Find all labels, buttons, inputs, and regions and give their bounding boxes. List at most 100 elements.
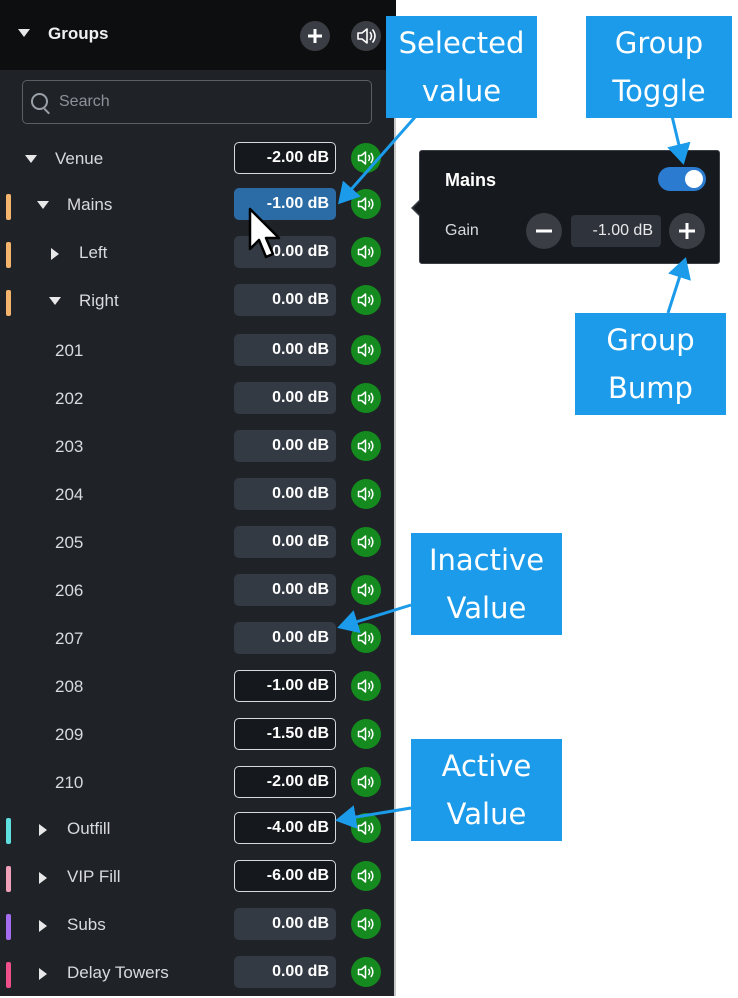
gain-value-field[interactable]: 0.00 dB xyxy=(234,284,336,316)
gain-decrease-button[interactable] xyxy=(526,213,562,249)
mute-toggle-button[interactable] xyxy=(351,527,381,557)
mute-toggle-button[interactable] xyxy=(351,957,381,987)
gain-value-field[interactable]: 0.00 dB xyxy=(234,574,336,606)
mute-toggle-button[interactable] xyxy=(351,813,381,843)
speaker-icon xyxy=(357,245,374,259)
mute-toggle-button[interactable] xyxy=(351,861,381,891)
gain-value-field[interactable]: 0.00 dB xyxy=(234,956,336,988)
group-toggle[interactable] xyxy=(658,167,706,191)
mute-toggle-button[interactable] xyxy=(351,909,381,939)
mute-toggle-button[interactable] xyxy=(351,431,381,461)
group-label: Delay Towers xyxy=(67,963,169,982)
mute-toggle-button[interactable] xyxy=(351,671,381,701)
callout-group-bump: Group Bump xyxy=(575,313,726,415)
mute-toggle-button[interactable] xyxy=(351,383,381,413)
group-row[interactable]: Right 0.00 dB xyxy=(0,278,396,326)
group-popup: Mains Gain -1.00 dB xyxy=(411,150,720,264)
group-label: Mains xyxy=(67,195,113,214)
mute-toggle-button[interactable] xyxy=(351,719,381,749)
group-row[interactable]: Delay Towers 0.00 dB xyxy=(0,950,396,998)
callout-text: Group Toggle xyxy=(612,26,706,108)
gain-value-field[interactable]: 0.00 dB xyxy=(234,478,336,510)
group-label: VIP Fill xyxy=(67,867,121,886)
add-group-button[interactable] xyxy=(300,21,330,51)
gain-value-field[interactable]: -2.00 dB xyxy=(234,766,336,798)
mute-toggle-button[interactable] xyxy=(351,189,381,219)
gain-value-field[interactable]: 0.00 dB xyxy=(234,622,336,654)
group-row[interactable]: VIP Fill -6.00 dB xyxy=(0,854,396,902)
gain-value-field[interactable]: 0.00 dB xyxy=(234,908,336,940)
mute-toggle-button[interactable] xyxy=(351,767,381,797)
collapsed-caret-icon[interactable] xyxy=(51,248,59,260)
group-color-bar xyxy=(6,866,11,892)
expanded-caret-icon[interactable] xyxy=(49,297,61,305)
group-label: Venue xyxy=(55,149,104,168)
speaker-icon xyxy=(357,293,374,307)
gain-value-field[interactable]: -1.00 dB xyxy=(571,215,661,247)
search-icon xyxy=(31,93,48,110)
search-input[interactable]: Search xyxy=(22,80,372,124)
gain-value-field[interactable]: -4.00 dB xyxy=(234,812,336,844)
gain-value-field[interactable]: 0.00 dB xyxy=(234,430,336,462)
gain-value-field[interactable]: 0.00 dB xyxy=(234,526,336,558)
group-row[interactable]: 209-1.50 dB xyxy=(0,712,396,760)
mute-toggle-button[interactable] xyxy=(351,479,381,509)
gain-value-field[interactable]: -1.50 dB xyxy=(234,718,336,750)
mute-toggle-button[interactable] xyxy=(351,335,381,365)
gain-value-field[interactable]: -1.00 dB xyxy=(234,670,336,702)
group-row[interactable]: 210-2.00 dB xyxy=(0,760,396,808)
group-color-bar xyxy=(6,818,11,844)
speaker-icon xyxy=(357,343,374,357)
group-row[interactable]: Venue -2.00 dB xyxy=(0,136,396,184)
speaker-icon xyxy=(357,631,374,645)
group-label: 205 xyxy=(55,533,84,552)
group-row[interactable]: Outfill-4.00 dB xyxy=(0,806,396,854)
gain-increase-button[interactable] xyxy=(669,213,705,249)
mute-toggle-button[interactable] xyxy=(351,575,381,605)
speaker-icon xyxy=(357,28,376,44)
group-label: 206 xyxy=(55,581,84,600)
mute-toggle-button[interactable] xyxy=(351,285,381,315)
expanded-caret-icon[interactable] xyxy=(25,155,37,163)
search-placeholder: Search xyxy=(59,93,110,110)
callout-text: Group Bump xyxy=(606,323,695,405)
collapse-caret-icon[interactable] xyxy=(18,29,30,37)
group-row[interactable]: 205 0.00 dB xyxy=(0,520,396,568)
group-row[interactable]: Mains-1.00 dB xyxy=(0,182,396,230)
mute-toggle-button[interactable] xyxy=(351,623,381,653)
callout-text: Active Value xyxy=(441,749,532,831)
group-label: 208 xyxy=(55,677,84,696)
group-label: 204 xyxy=(55,485,84,504)
arrow-group-bump xyxy=(666,257,691,314)
callout-inactive-value: Inactive Value xyxy=(411,533,562,635)
plus-icon xyxy=(308,29,322,43)
speaker-icon xyxy=(357,197,374,211)
gain-value-field[interactable]: -2.00 dB xyxy=(234,142,336,174)
mute-toggle-button[interactable] xyxy=(351,143,381,173)
group-row[interactable]: 204 0.00 dB xyxy=(0,472,396,520)
group-color-bar xyxy=(6,242,11,268)
group-label: Left xyxy=(79,243,108,262)
expanded-caret-icon[interactable] xyxy=(37,201,49,209)
speaker-icon xyxy=(357,535,374,549)
group-row[interactable]: 206 0.00 dB xyxy=(0,568,396,616)
gain-value-field[interactable]: -6.00 dB xyxy=(234,860,336,892)
mute-all-button[interactable] xyxy=(351,21,381,51)
group-row[interactable]: 208 -1.00 dB xyxy=(0,664,396,712)
gain-value-field[interactable]: 0.00 dB xyxy=(234,382,336,414)
collapsed-caret-icon[interactable] xyxy=(39,824,47,836)
collapsed-caret-icon[interactable] xyxy=(39,872,47,884)
mute-toggle-button[interactable] xyxy=(351,237,381,267)
collapsed-caret-icon[interactable] xyxy=(39,968,47,980)
group-label: Right xyxy=(79,291,119,310)
gain-value-field[interactable]: 0.00 dB xyxy=(234,334,336,366)
collapsed-caret-icon[interactable] xyxy=(39,920,47,932)
plus-icon xyxy=(679,223,695,239)
